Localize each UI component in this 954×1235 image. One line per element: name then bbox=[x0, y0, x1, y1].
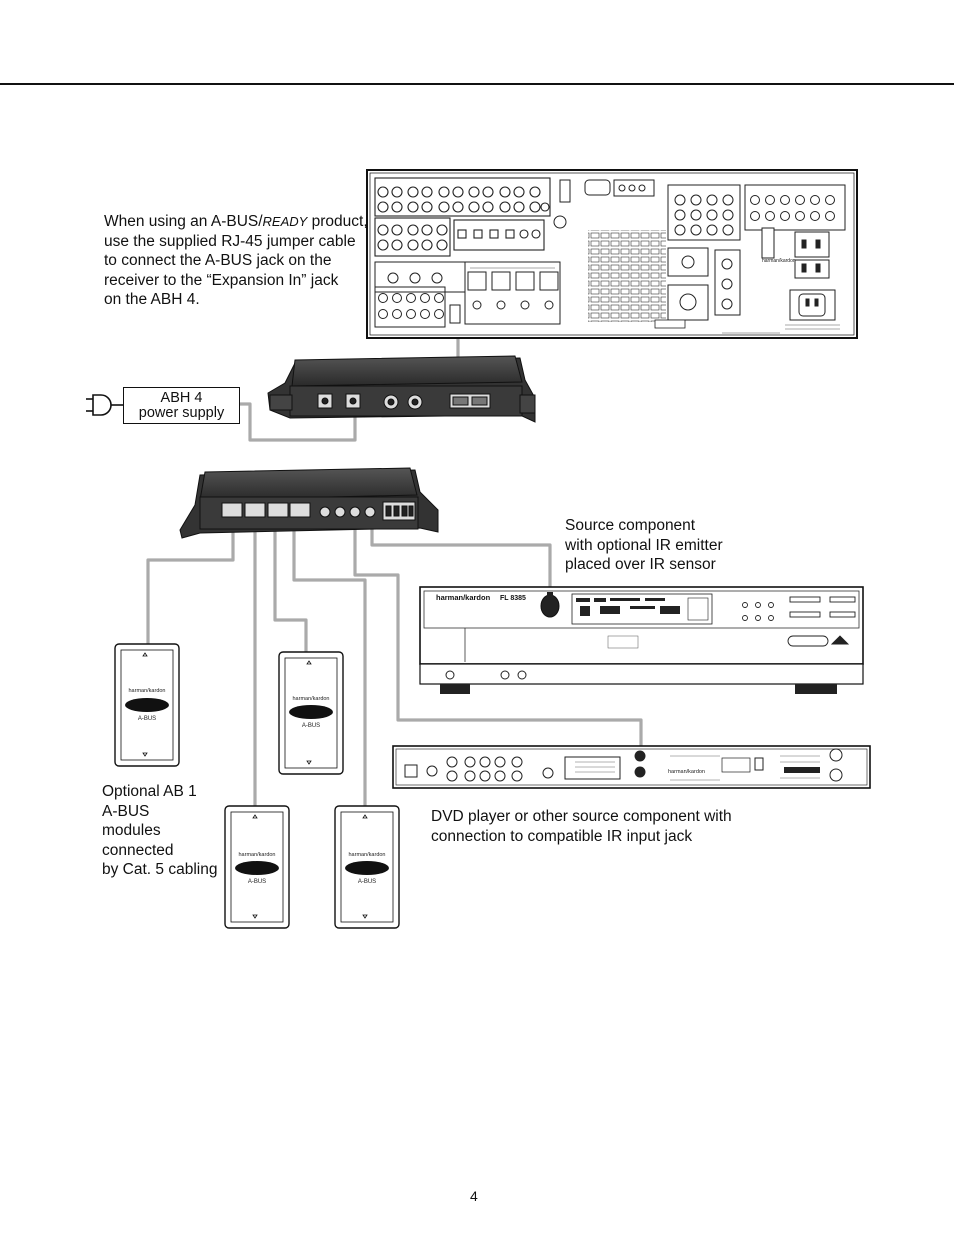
caption-receiver-line4: receiver to the “Expansion In” jack bbox=[104, 271, 339, 289]
cables bbox=[146, 338, 643, 806]
receiver-brand: harman/kardon bbox=[762, 258, 796, 264]
cable-ir-dvd bbox=[353, 516, 643, 748]
power-supply-label-line2: power supply bbox=[138, 405, 225, 421]
ab1-module-1: harman/kardon A-BUS bbox=[114, 643, 180, 767]
power-supply-label-line1: ABH 4 bbox=[160, 390, 203, 406]
header-rule bbox=[0, 83, 954, 85]
caption-receiver-line2: use the supplied RJ-45 jumper cable bbox=[104, 232, 356, 250]
caption-modules-line5: by Cat. 5 cabling bbox=[102, 861, 218, 879]
caption-source-line2: with optional IR emitter bbox=[565, 536, 723, 554]
caption-receiver-line1-c: product, bbox=[307, 213, 368, 230]
abh4-hub bbox=[267, 355, 536, 423]
dvd-brand: harman/kardon bbox=[668, 769, 705, 775]
module-3-brand: harman/kardon bbox=[239, 852, 276, 858]
cable-ir-emitter bbox=[370, 516, 552, 597]
caption-modules: Optional AB 1 A-BUS modules connected by… bbox=[102, 782, 217, 880]
module-3-logo: A-BUS bbox=[248, 879, 266, 885]
cable-module-2 bbox=[273, 515, 308, 652]
caption-receiver-line3: to connect the A-BUS jack on the bbox=[104, 252, 332, 270]
caption-dvd-line2: connection to compatible IR input jack bbox=[431, 827, 693, 845]
cd-brand: harman/kardon bbox=[436, 593, 491, 602]
module-1-logo: A-BUS bbox=[138, 716, 156, 722]
cable-power-left bbox=[239, 400, 357, 442]
ab1-module-3: harman/kardon A-BUS bbox=[224, 805, 290, 929]
dvd-player-rear: harman/kardon bbox=[392, 745, 871, 789]
ir-emitter-icon bbox=[540, 592, 560, 618]
cd-model: FL 8385 bbox=[500, 595, 526, 602]
caption-receiver-line5: on the ABH 4. bbox=[104, 291, 200, 309]
module-4-brand: harman/kardon bbox=[349, 852, 386, 858]
ab1-module-4: harman/kardon A-BUS bbox=[334, 805, 400, 929]
caption-modules-line3: modules bbox=[102, 822, 161, 840]
caption-receiver-line1: When using an A-BUS/READY product, bbox=[104, 212, 368, 232]
ab1-module-2: harman/kardon A-BUS bbox=[278, 651, 344, 775]
caption-receiver-ready: READY bbox=[262, 214, 308, 229]
module-2-brand: harman/kardon bbox=[293, 696, 330, 702]
caption-dvd: DVD player or other source component wit… bbox=[431, 807, 732, 846]
caption-modules-line1: Optional AB 1 bbox=[102, 783, 197, 800]
page-number: 4 bbox=[470, 1188, 478, 1204]
module-1-brand: harman/kardon bbox=[129, 688, 166, 694]
power-plug-icon bbox=[86, 394, 123, 416]
caption-source-line1: Source component bbox=[565, 517, 696, 534]
cable-module-4 bbox=[292, 515, 367, 806]
caption-receiver-line1-a: When using an A-BUS/ bbox=[104, 213, 263, 230]
caption-modules-line2: A-BUS bbox=[102, 802, 150, 820]
receiver-rear-panel: harman/kardon bbox=[366, 169, 858, 339]
caption-source-line3: placed over IR sensor bbox=[565, 556, 716, 574]
caption-dvd-line1: DVD player or other source component wit… bbox=[431, 808, 732, 825]
module-4-logo: A-BUS bbox=[358, 879, 376, 885]
module-2-logo: A-BUS bbox=[302, 723, 320, 729]
caption-source: Source component with optional IR emitte… bbox=[565, 516, 723, 575]
hub-expansion bbox=[179, 467, 439, 539]
source-component-cd: harman/kardon FL 8385 bbox=[419, 586, 864, 694]
caption-modules-line4: connected bbox=[102, 841, 174, 859]
abh4-power-supply-label: ABH 4 power supply bbox=[123, 387, 240, 424]
cable-module-1 bbox=[146, 515, 235, 644]
caption-receiver: When using an A-BUS/READY product, use t… bbox=[104, 212, 368, 310]
